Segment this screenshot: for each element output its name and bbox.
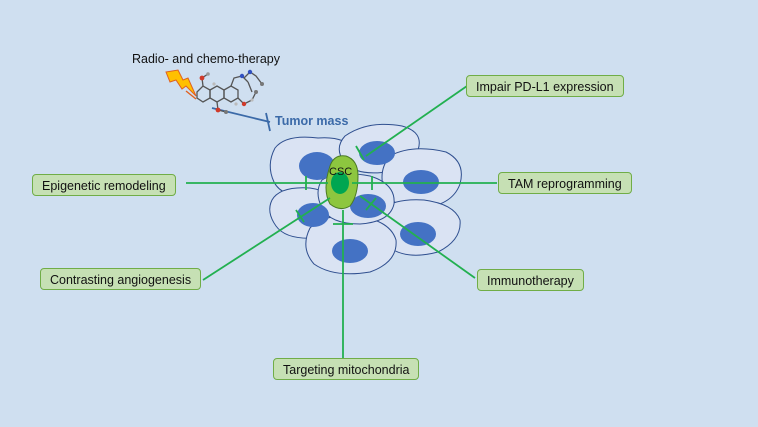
csc-nucleus	[331, 172, 349, 194]
molecule-icon-atoms	[199, 69, 264, 114]
connector-pdl1	[365, 85, 468, 157]
cell-nucleus	[297, 203, 329, 227]
cell-nucleus	[359, 141, 395, 165]
cell-nucleus	[350, 194, 386, 218]
strategy-epigenetic-remodeling: Epigenetic remodeling	[32, 174, 176, 196]
connector-pdl1-tick	[355, 145, 365, 161]
therapy-inhibition-tick	[265, 112, 271, 132]
lightning-icon	[165, 69, 197, 97]
molecule-icon	[196, 71, 263, 113]
nuclei	[297, 141, 439, 263]
strategy-impair-pdl1: Impair PD-L1 expression	[466, 75, 624, 97]
csc-label: CSC	[329, 166, 353, 178]
connector-immunotherapy	[359, 195, 476, 279]
cell-nucleus	[403, 170, 439, 194]
strategy-immunotherapy: Immunotherapy	[477, 269, 584, 291]
connector-angiogenesis	[202, 197, 331, 281]
tumor-mass-label: Tumor mass	[275, 114, 349, 128]
therapy-label: Radio- and chemo-therapy	[132, 52, 280, 66]
connector-angiogenesis-tick	[295, 209, 305, 223]
cell-nucleus	[299, 152, 335, 180]
connectors	[186, 85, 497, 358]
strategy-contrasting-angiogenesis: Contrasting angiogenesis	[40, 268, 202, 290]
connector-immunotherapy-tick	[365, 197, 377, 211]
cell-nucleus	[400, 222, 436, 246]
strategy-tam-reprogramming: TAM reprogramming	[498, 172, 632, 194]
strategy-targeting-mitochondria: Targeting mitochondria	[273, 358, 420, 380]
cell-nucleus	[332, 239, 368, 263]
lightning-icon	[185, 90, 197, 100]
